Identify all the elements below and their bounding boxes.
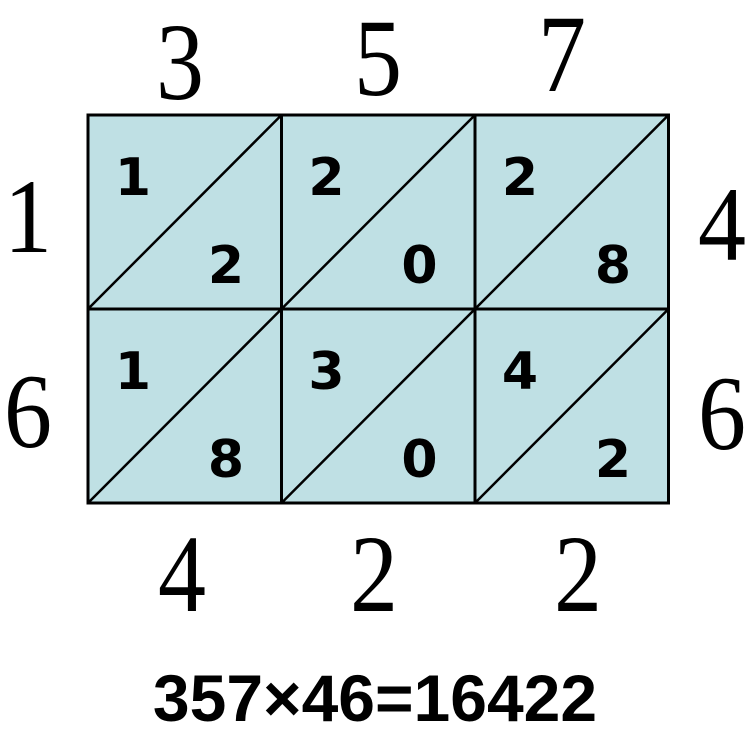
lattice-diagonal-r1-c2 xyxy=(280,114,476,310)
lattice-diagonal-r1-c1 xyxy=(87,114,283,310)
top-digit-3: 7 xyxy=(538,0,586,115)
cell-ones-digit-r2-c1: 8 xyxy=(208,430,244,490)
cell-tens-digit-r2-c2: 3 xyxy=(308,342,344,402)
equation-text: 357×46=16422 xyxy=(152,661,598,735)
cell-ones-digit-r1-c1: 2 xyxy=(208,236,244,296)
top-digit-2: 5 xyxy=(354,0,402,119)
lattice-diagonal-r2-c1 xyxy=(87,308,283,504)
right-digit-1: 4 xyxy=(698,165,746,284)
cell-tens-digit-r2-c1: 1 xyxy=(115,342,151,402)
cell-ones-digit-r2-c3: 2 xyxy=(595,430,631,490)
lattice-diagonal-r2-c2 xyxy=(280,308,476,504)
lattice-diagonal-r1-c3 xyxy=(474,114,670,310)
left-digit-1: 1 xyxy=(4,157,52,276)
lattice-cells xyxy=(86,113,670,505)
cell-ones-digit-r1-c3: 8 xyxy=(595,236,631,296)
cell-ones-digit-r2-c2: 0 xyxy=(401,430,437,490)
left-digit-2: 6 xyxy=(4,352,52,471)
lattice-diagonal-r2-c3 xyxy=(474,308,670,504)
top-digit-1: 3 xyxy=(156,0,204,123)
bottom-digit-3: 2 xyxy=(554,511,602,635)
cell-ones-digit-r1-c2: 0 xyxy=(401,236,437,296)
cell-tens-digit-r1-c2: 2 xyxy=(308,148,344,208)
right-digit-2: 6 xyxy=(698,354,746,473)
bottom-digit-2: 2 xyxy=(350,511,398,635)
cell-tens-digit-r1-c3: 2 xyxy=(502,148,538,208)
cell-tens-digit-r2-c3: 4 xyxy=(502,342,538,402)
cell-tens-digit-r1-c1: 1 xyxy=(115,148,151,208)
bottom-digit-1: 4 xyxy=(158,511,206,635)
